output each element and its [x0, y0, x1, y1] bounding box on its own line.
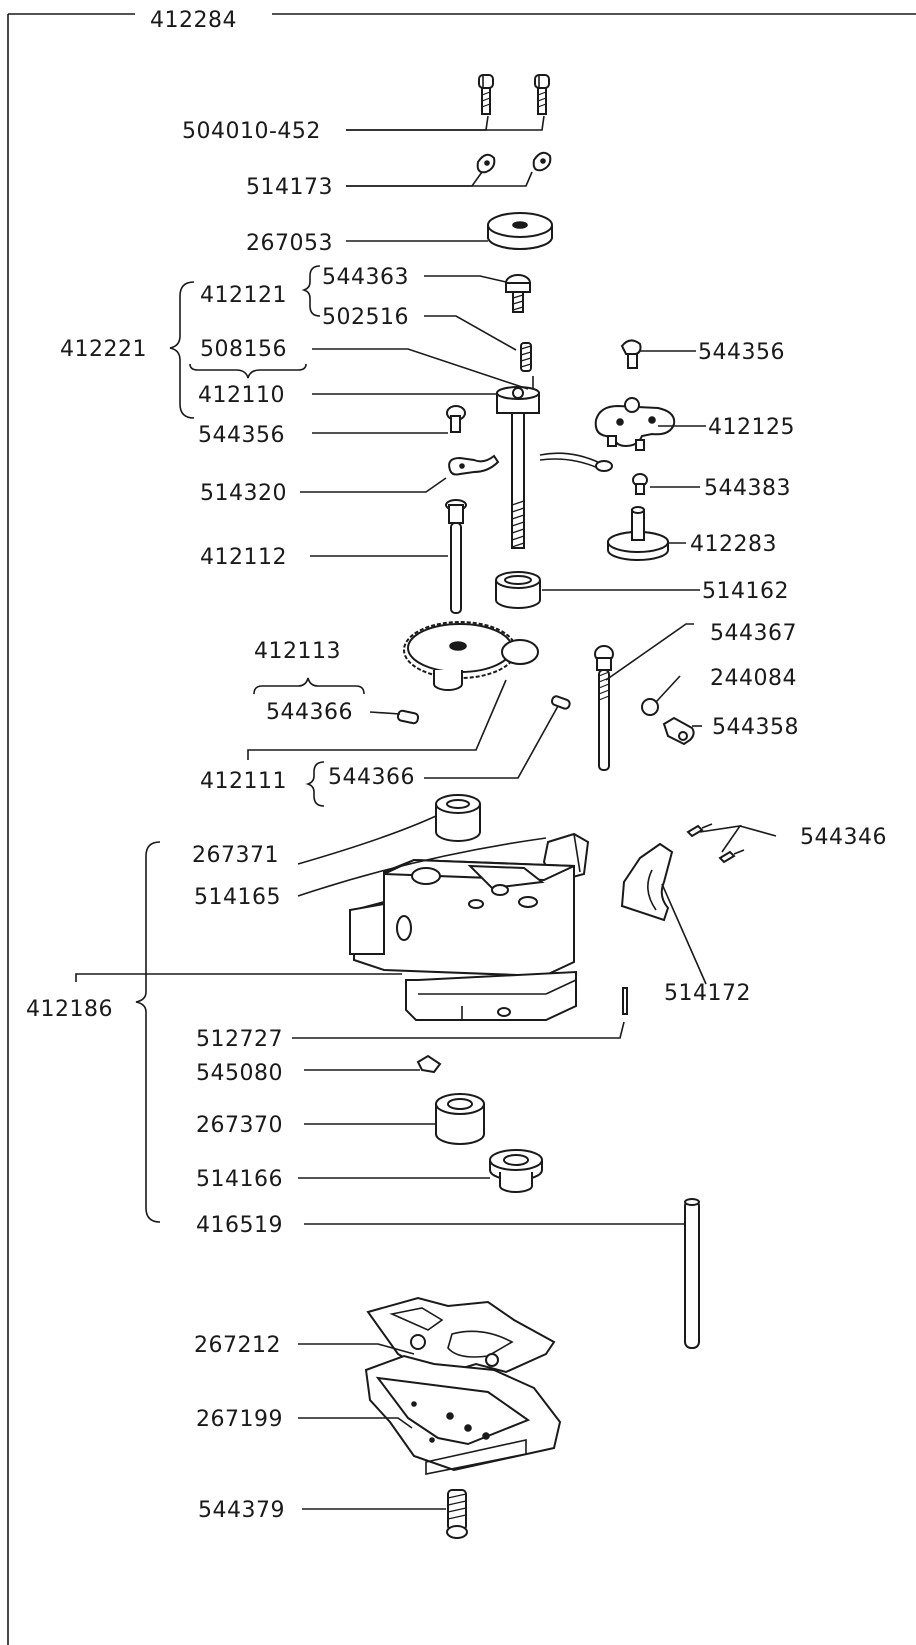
bushing-267370 — [435, 1093, 485, 1145]
label-412121: 412121 — [200, 283, 287, 308]
seal-267053 — [487, 212, 553, 250]
label-544358: 544358 — [712, 715, 799, 740]
leader-lines — [75, 115, 777, 1510]
label-244084: 244084 — [710, 666, 797, 691]
pin-416519 — [684, 1198, 700, 1349]
screw-pin-544367 — [594, 645, 614, 771]
label-545080: 545080 — [196, 1061, 283, 1086]
shaft-assembly-412110 — [496, 376, 613, 549]
pin-512727 — [622, 987, 628, 1015]
label-267371: 267371 — [192, 843, 279, 868]
label-267370: 267370 — [196, 1113, 283, 1138]
lever-plate-412125 — [594, 397, 676, 451]
label-412111: 412111 — [200, 769, 287, 794]
screw-545080 — [416, 1054, 442, 1074]
label-412221: 412221 — [60, 337, 147, 362]
callout-labels: 504010-452 514173 267053 412221 412121 5… — [26, 119, 887, 1523]
label-512727: 512727 — [196, 1027, 283, 1052]
flanged-bushing-514166 — [489, 1149, 543, 1193]
label-544356-left: 544356 — [198, 423, 285, 448]
housing-412186 — [349, 858, 577, 1021]
label-267199: 267199 — [196, 1407, 283, 1432]
pin-544366-upper — [396, 709, 420, 725]
label-514173: 514173 — [246, 175, 333, 200]
assembly-number-title: 412284 — [150, 8, 237, 33]
screw-544356-left — [446, 405, 466, 433]
bushing-514162 — [495, 571, 541, 609]
label-514165: 514165 — [194, 885, 281, 910]
plate-267199 — [364, 1354, 562, 1475]
screw-544356-right — [620, 339, 642, 369]
pin-544366-lower — [550, 695, 571, 710]
label-412283: 412283 — [690, 532, 777, 557]
label-544346: 544346 — [800, 825, 887, 850]
label-544367: 544367 — [710, 621, 797, 646]
eccentric-412283 — [607, 506, 669, 561]
label-544366-upper: 544366 — [266, 700, 353, 725]
bracket-514172 — [620, 842, 674, 922]
label-514166: 514166 — [196, 1167, 283, 1192]
screws-544346 — [686, 823, 745, 864]
label-514320: 514320 — [200, 481, 287, 506]
bolt-544379 — [446, 1489, 468, 1539]
label-544356-right: 544356 — [698, 340, 785, 365]
label-504010-452: 504010-452 — [182, 119, 321, 144]
ball-244084 — [641, 698, 659, 716]
label-502516: 502516 — [322, 305, 409, 330]
spring-502516 — [520, 342, 532, 372]
screw-544358 — [662, 716, 695, 746]
label-412113: 412113 — [254, 639, 341, 664]
label-544379: 544379 — [198, 1498, 285, 1523]
label-544366-lower: 544366 — [328, 765, 415, 790]
label-267212: 267212 — [194, 1333, 281, 1358]
braces — [135, 265, 365, 1223]
screw-pair-504010-452 — [478, 74, 550, 115]
bushing-267371 — [435, 794, 481, 842]
label-514162: 514162 — [702, 579, 789, 604]
label-412112: 412112 — [200, 545, 287, 570]
label-514172: 514172 — [664, 981, 751, 1006]
clip-514320 — [448, 454, 500, 476]
pin-412112 — [445, 499, 467, 614]
gear-412113 — [403, 621, 539, 691]
label-544383: 544383 — [704, 476, 791, 501]
label-544363: 544363 — [322, 265, 409, 290]
label-416519: 416519 — [196, 1213, 283, 1238]
screw-544383 — [632, 473, 648, 495]
label-412110: 412110 — [198, 383, 285, 408]
label-508156: 508156 — [200, 337, 287, 362]
label-412125: 412125 — [708, 415, 795, 440]
label-267053: 267053 — [246, 231, 333, 256]
lock-washers-514173 — [476, 151, 552, 174]
page-frame — [7, 13, 916, 1645]
label-412186: 412186 — [26, 997, 113, 1022]
screw-544363 — [505, 274, 531, 313]
